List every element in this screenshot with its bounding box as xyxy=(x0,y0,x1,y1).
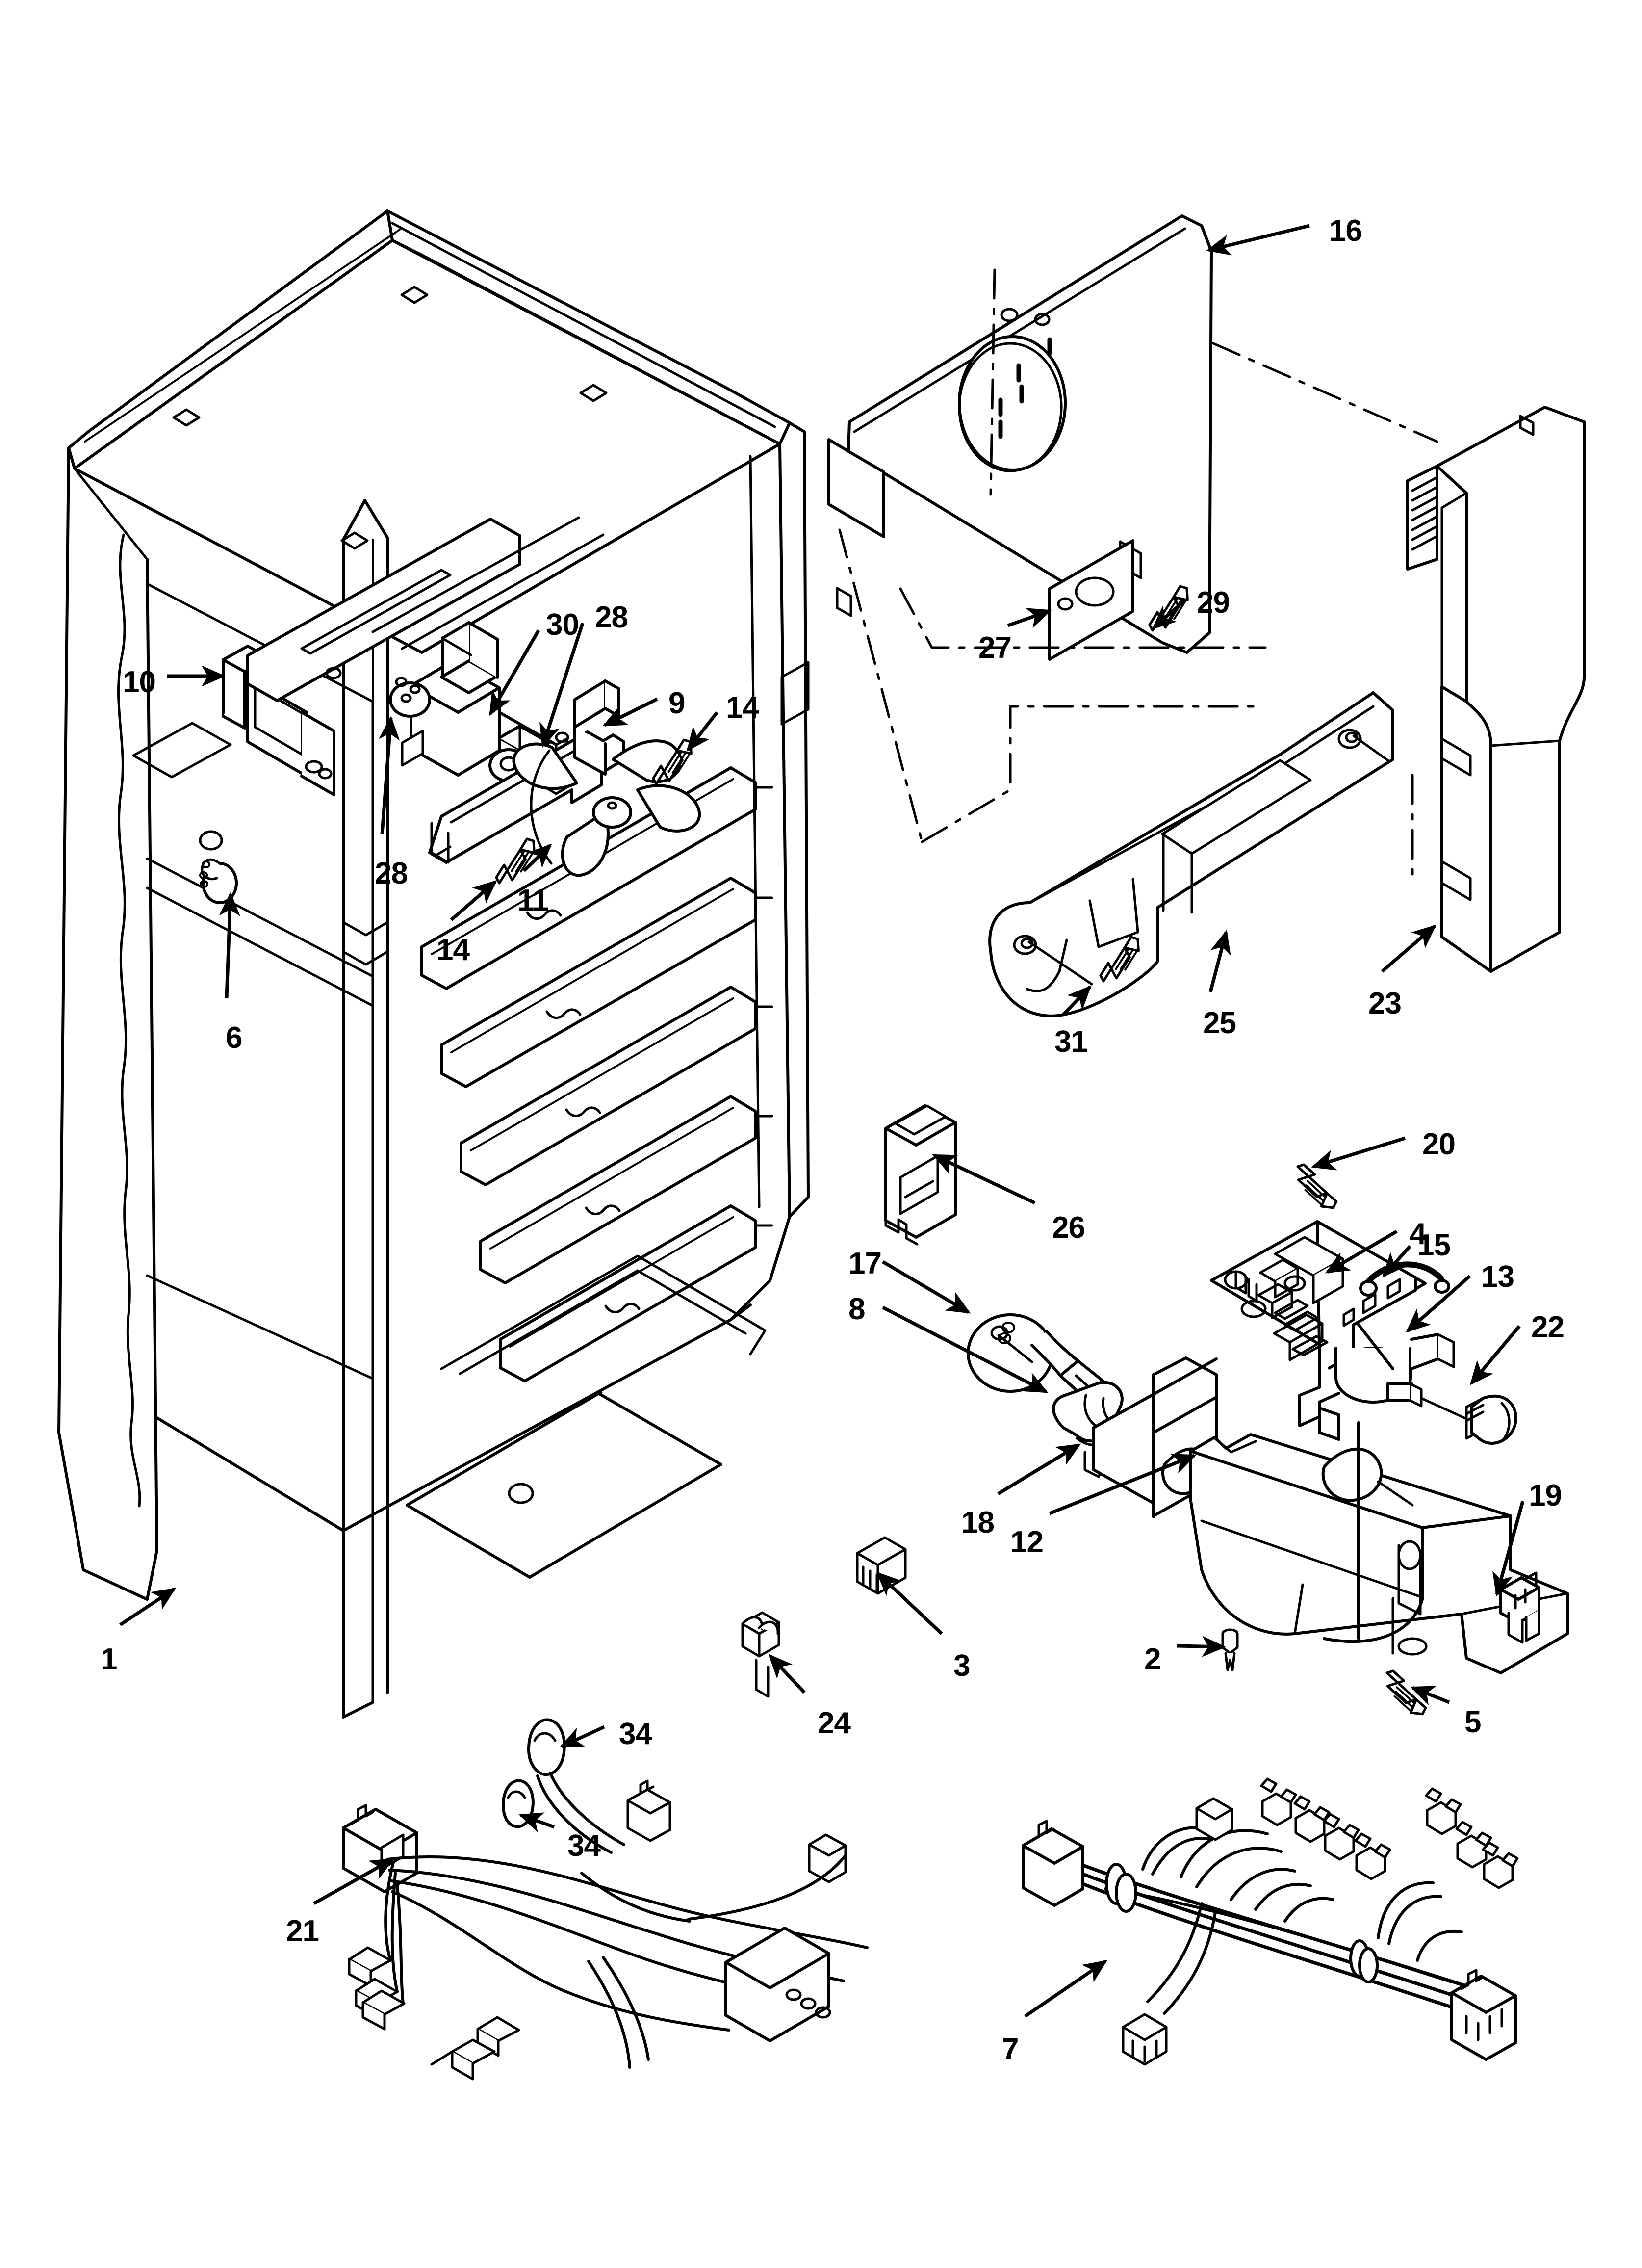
callout-number-9: 9 xyxy=(668,686,685,720)
callout-number-28a: 28 xyxy=(595,600,628,634)
leader-arrow-3 xyxy=(876,1571,943,1635)
leader-arrow-34a xyxy=(559,1725,605,1748)
callout-number-28b: 28 xyxy=(375,857,408,890)
callout-number-22: 22 xyxy=(1531,1310,1565,1344)
side-control-housing-art xyxy=(1406,406,1586,973)
rear-air-duct-panel-art xyxy=(827,214,1213,661)
leader-arrow-26 xyxy=(932,1153,1036,1205)
freezer-wire-harness-art xyxy=(342,1718,869,2081)
evaporator-fan-motor-art xyxy=(389,621,702,886)
callout-number-14b: 14 xyxy=(436,933,470,967)
callout-number-16: 16 xyxy=(1329,214,1362,248)
callout-number-13: 13 xyxy=(1481,1260,1514,1294)
callout-number-21: 21 xyxy=(286,1914,319,1948)
callout-number-24: 24 xyxy=(818,1706,851,1740)
callout-number-10: 10 xyxy=(123,665,156,699)
leader-arrow-1 xyxy=(119,1588,177,1626)
leader-arrow-25 xyxy=(1208,930,1231,992)
callout-number-19: 19 xyxy=(1529,1479,1562,1512)
light-housing-pan-art xyxy=(1189,1433,1569,1674)
callout-number-26: 26 xyxy=(1052,1211,1085,1245)
callout-number-31: 31 xyxy=(1054,1025,1088,1059)
callout-number-11: 11 xyxy=(517,884,549,917)
air-diffuser-duct-art xyxy=(988,691,1394,1017)
light-switch-plunger-art xyxy=(884,1104,957,1246)
callout-number-8: 8 xyxy=(848,1292,865,1326)
leader-arrow-17 xyxy=(882,1260,971,1314)
leader-arrow-8 xyxy=(882,1305,1049,1394)
leader-arrow-22 xyxy=(1469,1325,1521,1385)
callout-number-20: 20 xyxy=(1422,1127,1456,1161)
callout-number-14a: 14 xyxy=(726,691,759,725)
leader-arrow-30 xyxy=(488,629,540,716)
callout-number-12: 12 xyxy=(1010,1525,1044,1559)
evaporator-mounting-bracket-art xyxy=(222,516,605,796)
shelf-support-rails xyxy=(420,766,773,1382)
callout-number-17: 17 xyxy=(848,1247,882,1280)
leader-arrow-14b xyxy=(450,880,497,921)
callout-leader-lines xyxy=(119,224,1525,2018)
callout-number-34b: 34 xyxy=(567,1829,601,1863)
leader-arrow-14a xyxy=(686,711,718,752)
leader-arrow-23 xyxy=(1381,924,1437,973)
leader-arrow-19 xyxy=(1492,1501,1525,1597)
callout-number-27: 27 xyxy=(978,631,1012,665)
callout-number-15: 15 xyxy=(1417,1228,1451,1262)
leader-arrow-24 xyxy=(768,1654,806,1694)
callout-number-3: 3 xyxy=(953,1649,970,1683)
leader-arrow-5 xyxy=(1410,1686,1450,1706)
callout-number-4: 4 xyxy=(1410,1217,1426,1251)
leader-arrow-34b xyxy=(518,1812,555,1833)
leader-arrow-6 xyxy=(219,892,240,999)
leader-arrow-28a xyxy=(539,622,585,748)
cabinet-liner-outline xyxy=(57,209,810,1719)
leader-arrow-15 xyxy=(1382,1245,1411,1277)
callout-number-18: 18 xyxy=(961,1506,995,1539)
leader-arrow-28b xyxy=(379,716,400,834)
callout-number-23: 23 xyxy=(1368,987,1402,1020)
callout-number-5: 5 xyxy=(1464,1705,1481,1739)
leader-arrow-12 xyxy=(1049,1454,1197,1515)
leader-arrow-11 xyxy=(522,843,552,872)
leader-arrow-31 xyxy=(1062,985,1092,1016)
leader-arrow-18 xyxy=(997,1443,1081,1495)
leader-arrow-16 xyxy=(1206,224,1310,256)
leader-arrow-13 xyxy=(1406,1275,1471,1333)
leader-arrow-20 xyxy=(1311,1136,1406,1171)
leader-arrow-27 xyxy=(1007,608,1052,628)
callout-number-7: 7 xyxy=(1002,2033,1019,2066)
leader-arrow-9 xyxy=(602,697,658,727)
multi-pin-connector-art xyxy=(857,1538,905,1593)
callout-number-25: 25 xyxy=(1203,1006,1236,1040)
leader-arrow-29 xyxy=(1152,598,1187,630)
leader-arrow-21 xyxy=(313,1857,395,1905)
main-wire-harness-art xyxy=(1022,1777,1519,2066)
leader-arrow-2 xyxy=(1177,1636,1226,1657)
leader-arrow-4 xyxy=(1325,1229,1398,1274)
callout-number-29: 29 xyxy=(1197,586,1230,620)
callout-number-1: 1 xyxy=(101,1642,117,1676)
phantom-assembly-lines xyxy=(838,268,1438,880)
defrost-thermostat-art xyxy=(1223,1323,1540,1721)
callout-number-30: 30 xyxy=(546,608,579,642)
leader-arrow-7 xyxy=(1024,1960,1108,2018)
callout-number-34a: 34 xyxy=(619,1717,652,1751)
callout-number-2: 2 xyxy=(1144,1642,1161,1676)
callout-number-6: 6 xyxy=(226,1021,242,1055)
